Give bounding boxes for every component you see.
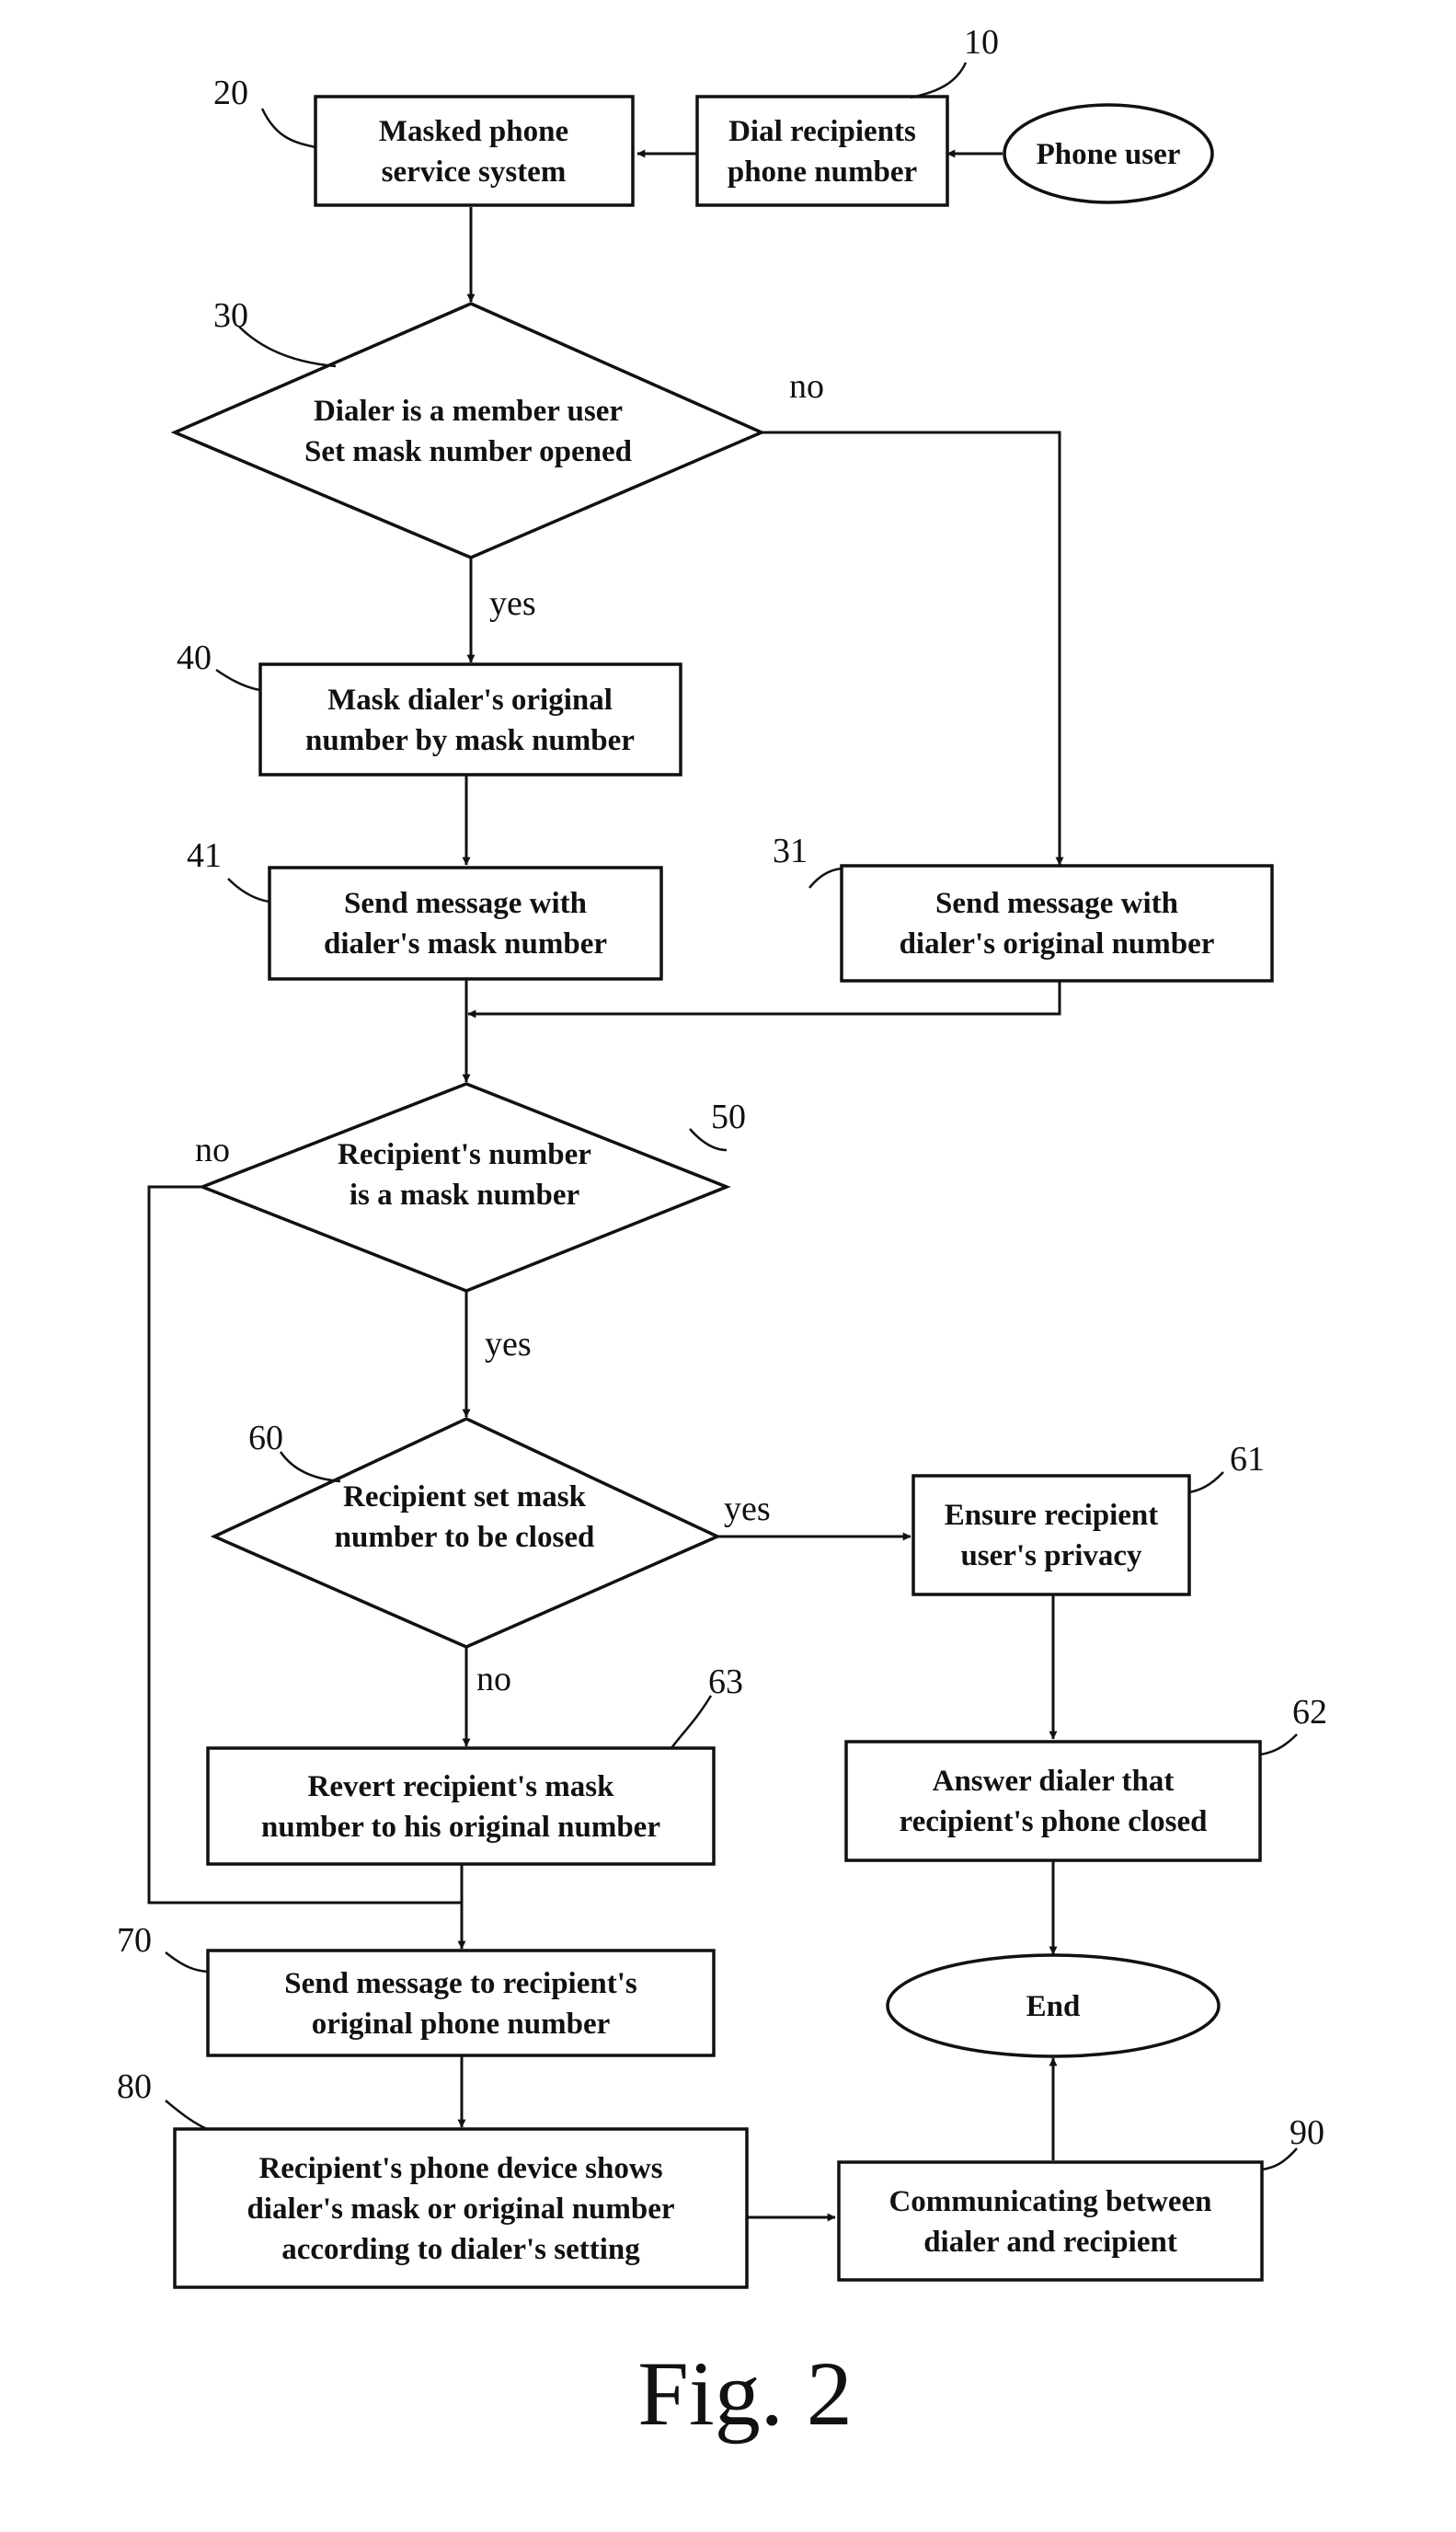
node-41-box [269,868,661,979]
node-label-line: dialer's mask number [324,927,607,961]
label-node-80: Recipient's phone device shows dialer's m… [246,2152,674,2266]
node-label-line: Communicating between [889,2185,1211,2218]
node-40-box [260,664,681,775]
leader-60 [281,1452,340,1481]
node-label-line: Masked phone [379,115,568,148]
ref-80: 80 [117,2067,152,2106]
edge-label-60-no: no [476,1660,511,1698]
leader-41 [228,879,269,902]
leader-30 [239,327,336,366]
node-label-line: user's privacy [960,1539,1142,1572]
node-label-line: dialer's mask or original number [246,2192,674,2226]
edge-label-60-yes: yes [724,1490,771,1528]
node-label-line: dialer and recipient [923,2226,1177,2259]
label-end: End [1026,1990,1081,2023]
node-label-line: number to his original number [261,1811,660,1844]
node-31-box [842,866,1272,981]
ref-63: 63 [708,1663,743,1701]
node-label-line: Send message to recipient's [284,1967,637,2000]
leader-80 [166,2100,207,2129]
ref-20: 20 [213,74,248,112]
node-30-diamond [175,304,762,558]
node-label-line: Recipient's number [338,1138,591,1171]
node-label-line: Mask dialer's original [327,684,613,717]
ref-61: 61 [1230,1440,1265,1479]
edge-label-30-yes: yes [489,584,536,623]
label-phone-user: Phone user [1037,138,1181,171]
node-label-line: service system [382,155,567,189]
leader-62 [1260,1734,1297,1755]
node-label-line: Dialer is a member user [314,395,623,428]
ref-41: 41 [187,836,222,875]
leader-63 [671,1696,711,1748]
edge-label-30-no: no [789,367,824,406]
node-62-box [846,1742,1260,1860]
ref-10: 10 [964,23,999,62]
node-label-line: recipient's phone closed [900,1805,1208,1838]
ref-30: 30 [213,296,248,335]
node-20-box [315,97,633,205]
node-label-line: Set mask number opened [304,435,632,468]
node-label-line: Revert recipient's mask [308,1770,615,1803]
node-label-line: number to be closed [335,1521,595,1554]
ref-62: 62 [1292,1693,1327,1732]
arrow-31-merge [468,981,1060,1014]
node-label-line: original phone number [312,2008,611,2041]
ref-60: 60 [248,1419,283,1457]
node-label-line: number by mask number [305,724,635,757]
node-label-line: End [1026,1990,1081,2023]
leader-61 [1189,1472,1223,1492]
figure-caption: Fig. 2 [637,2342,852,2445]
node-10-box [697,97,947,205]
node-label-line: Recipient's phone device shows [258,2152,662,2185]
node-label-line: is a mask number [350,1179,579,1212]
leader-20 [262,109,315,147]
node-label-line: Dial recipients [728,115,916,148]
leader-31 [809,869,842,888]
node-label-line: dialer's original number [900,927,1215,961]
node-label-line: Answer dialer that [933,1765,1175,1798]
node-label-line: Send message with [935,887,1178,920]
leader-70 [166,1952,208,1972]
leader-10 [911,63,966,98]
ref-50: 50 [711,1098,746,1136]
ref-70: 70 [117,1921,152,1960]
arrow-30-no-to-31 [762,432,1060,865]
node-label-line: phone number [728,155,917,189]
node-61-box [913,1476,1189,1594]
node-63-box [208,1748,714,1864]
edge-label-50-yes: yes [485,1325,532,1364]
ref-31: 31 [773,832,808,870]
node-label-line: Ensure recipient [945,1499,1159,1532]
node-label-line: Recipient set mask [343,1480,587,1513]
leader-40 [216,670,260,690]
ref-40: 40 [177,639,212,677]
edge-label-50-no: no [195,1131,230,1169]
node-label-line: Send message with [344,887,587,920]
ref-90: 90 [1290,2113,1324,2152]
node-label-line: according to dialer's setting [281,2233,640,2266]
node-label-line: Phone user [1037,138,1181,171]
node-90-box [839,2162,1262,2280]
